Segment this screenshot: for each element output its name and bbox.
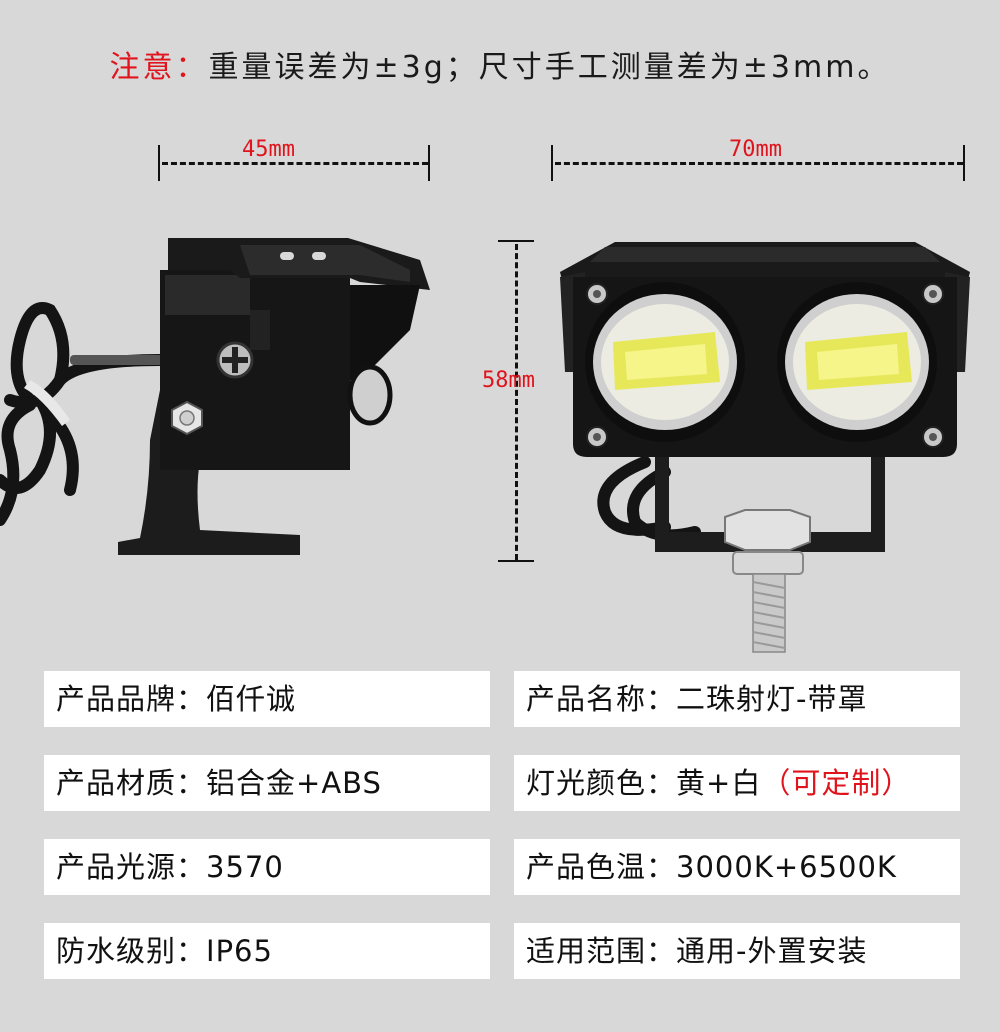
spec-waterproof-value: IP65 bbox=[206, 934, 273, 968]
spec-waterproof: 防水级别：IP65 bbox=[44, 923, 490, 979]
spec-product-name-label: 产品名称： bbox=[526, 682, 677, 716]
width-label: 70mm bbox=[729, 137, 782, 162]
spec-color-temp-label: 产品色温： bbox=[526, 850, 677, 884]
spec-color-temp: 产品色温：3000K+6500K bbox=[514, 839, 960, 895]
spec-light-color-value: 黄+白 bbox=[676, 766, 762, 800]
spec-application-value: 通用-外置安装 bbox=[676, 934, 868, 968]
spec-application: 适用范围：通用-外置安装 bbox=[514, 923, 960, 979]
spec-color-temp-value: 3000K+6500K bbox=[676, 850, 897, 884]
depth-label: 45mm bbox=[242, 137, 295, 162]
spec-application-label: 适用范围： bbox=[526, 934, 677, 968]
spec-material-label: 产品材质： bbox=[56, 766, 207, 800]
spec-material: 产品材质：铝合金+ABS bbox=[44, 755, 490, 811]
spec-light-color: 灯光颜色：黄+白（可定制） bbox=[514, 755, 960, 811]
notice-line: 注意：重量误差为±3g；尺寸手工测量差为±3mm。 bbox=[0, 42, 1000, 86]
height-label: 58mm bbox=[482, 368, 535, 393]
height-dimension: 58mm bbox=[476, 240, 596, 564]
spec-light-source-value: 3570 bbox=[206, 850, 284, 884]
spec-light-color-customizable: （可定制） bbox=[761, 766, 912, 800]
spec-light-color-label: 灯光颜色： bbox=[526, 766, 677, 800]
spec-waterproof-label: 防水级别： bbox=[56, 934, 207, 968]
spec-brand-label: 产品品牌： bbox=[56, 682, 207, 716]
spec-product-name-value: 二珠射灯-带罩 bbox=[676, 682, 868, 716]
notice-label: 注意： bbox=[109, 50, 209, 85]
spec-material-value: 铝合金+ABS bbox=[206, 766, 382, 800]
depth-dimension: 45mm bbox=[158, 137, 432, 183]
spec-product-name: 产品名称：二珠射灯-带罩 bbox=[514, 671, 960, 727]
lamp-side-view bbox=[0, 238, 430, 555]
spec-light-source-label: 产品光源： bbox=[56, 850, 207, 884]
spec-brand: 产品品牌：佰仟诚 bbox=[44, 671, 490, 727]
lamp-front-view bbox=[560, 242, 970, 653]
spec-light-source: 产品光源：3570 bbox=[44, 839, 490, 895]
notice-text: 重量误差为±3g；尺寸手工测量差为±3mm。 bbox=[208, 50, 891, 85]
spec-brand-value: 佰仟诚 bbox=[206, 682, 297, 716]
width-dimension: 70mm bbox=[551, 137, 967, 183]
